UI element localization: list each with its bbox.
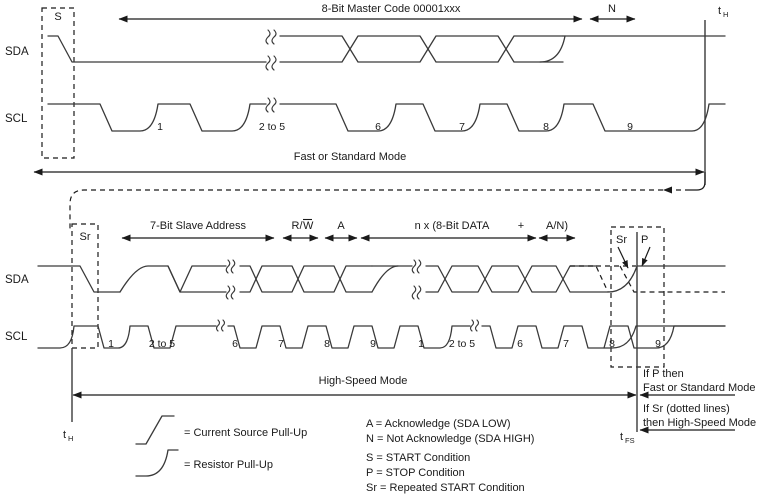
bottom-scl-seg1 bbox=[37, 325, 217, 349]
top-sda-start-waveform bbox=[47, 35, 267, 63]
tfs-label: t bbox=[620, 431, 623, 443]
legend-def-0: A = Acknowledge (SDA LOW) bbox=[366, 418, 511, 430]
bottom-th-label: t bbox=[63, 429, 66, 441]
start-condition-label: S bbox=[54, 11, 61, 23]
top-scl-waveform-seg1 bbox=[47, 103, 267, 132]
slave-address-label: 7-Bit Slave Address bbox=[150, 220, 246, 232]
bottom-sda-start-waveform bbox=[37, 265, 121, 293]
bottom-scl-bit-b0: 1 bbox=[418, 338, 424, 350]
sr-pointer-arrow bbox=[617, 246, 629, 269]
ack-nack-label: A/N) bbox=[546, 220, 568, 232]
top-th-label: t bbox=[718, 5, 721, 17]
legend-resistor-pullup-text: = Resistor Pull-Up bbox=[184, 459, 273, 471]
legend-def-3: P = STOP Condition bbox=[366, 467, 465, 479]
legend-def-4: Sr = Repeated START Condition bbox=[366, 482, 525, 494]
top-scl-bit-2: 6 bbox=[375, 121, 381, 133]
top-sda-label: SDA bbox=[5, 46, 29, 58]
top-sda-data-lower-waveform bbox=[279, 35, 564, 63]
bottom-th-subscript: H bbox=[68, 434, 73, 443]
top-sda-low-break-icon bbox=[265, 55, 277, 71]
diagram-connector-corner bbox=[690, 172, 706, 191]
legend-def-2: S = START Condition bbox=[366, 452, 470, 464]
top-sda-nack-rise-waveform bbox=[539, 35, 566, 63]
repeated-start-label: Sr bbox=[80, 231, 91, 243]
p-pointer-arrow bbox=[641, 246, 651, 267]
bottom-scl-label: SCL bbox=[5, 331, 28, 343]
bottom-sda-low-break-icon-2 bbox=[411, 285, 422, 300]
bottom-sda-eyes-upper-2 bbox=[425, 265, 597, 293]
bottom-sda-stop-rise bbox=[607, 265, 726, 293]
bottom-scl-break-icon-2 bbox=[469, 319, 480, 332]
read-write-label-w: W bbox=[303, 220, 314, 232]
bottom-scl-bit-b3: 7 bbox=[563, 338, 569, 350]
tfs-subscript: FS bbox=[625, 436, 635, 445]
bottom-scl-bit-a1: 2 to 5 bbox=[149, 338, 175, 350]
note-then-high-speed-mode: then High-Speed Mode bbox=[643, 417, 756, 429]
bottom-sda-high-break-icon bbox=[225, 259, 236, 274]
note-if-sr: If Sr (dotted lines) bbox=[643, 403, 730, 415]
current-source-pullup-icon bbox=[135, 415, 175, 445]
p-arrow-label: P bbox=[641, 234, 648, 246]
bottom-scl-bit-a0: 1 bbox=[108, 338, 114, 350]
legend-def-1: N = Not Acknowledge (SDA HIGH) bbox=[366, 433, 534, 445]
bottom-scl-bit-b4: 8 bbox=[609, 338, 615, 350]
bottom-sda-high-break-icon-2 bbox=[411, 259, 422, 274]
sr-arrow-label: Sr bbox=[616, 234, 627, 246]
bottom-sda-sr-dashed-upper bbox=[570, 265, 609, 293]
bottom-sda-sr-dashed-fall bbox=[619, 265, 725, 293]
bottom-scl-bit-b5: 9 bbox=[655, 338, 661, 350]
top-th-subscript: H bbox=[723, 10, 728, 19]
bottom-sda-eyes-lower-2 bbox=[425, 265, 609, 293]
diagram-connector-dashed-line bbox=[69, 189, 690, 232]
bottom-sda-addr-a bbox=[119, 265, 227, 293]
top-scl-bit-0: 1 bbox=[157, 121, 163, 133]
bottom-scl-stop-rise bbox=[603, 325, 726, 349]
resistor-pullup-icon bbox=[135, 449, 179, 477]
bottom-scl-seg2 bbox=[227, 325, 471, 349]
top-sda-data-upper-waveform bbox=[279, 35, 564, 63]
top-scl-waveform-seg2 bbox=[279, 103, 726, 132]
top-scl-bit-3: 7 bbox=[459, 121, 465, 133]
bottom-scl-bit-a4: 8 bbox=[324, 338, 330, 350]
start-condition-box bbox=[41, 7, 75, 159]
bottom-scl-bit-b1: 2 to 5 bbox=[449, 338, 475, 350]
bottom-sda-eyes-lower-1 bbox=[239, 265, 373, 293]
ack-label: A bbox=[337, 220, 345, 232]
data-label: n x (8-Bit DATA bbox=[415, 220, 490, 232]
bottom-scl-bit-a2: 6 bbox=[232, 338, 238, 350]
bottom-sda-addr-b bbox=[167, 265, 227, 293]
top-scl-break-icon bbox=[265, 97, 277, 113]
top-scl-label: SCL bbox=[5, 113, 28, 125]
read-write-label-prefix: R/ bbox=[292, 220, 304, 232]
bottom-scl-bit-b2: 6 bbox=[517, 338, 523, 350]
bottom-scl-bit-a5: 9 bbox=[370, 338, 376, 350]
top-title-label: 8-Bit Master Code 00001xxx bbox=[322, 3, 461, 15]
bottom-mode-label: High-Speed Mode bbox=[319, 375, 408, 387]
bottom-scl-bit-a3: 7 bbox=[278, 338, 284, 350]
data-plus-label: + bbox=[518, 220, 524, 232]
note-fast-or-standard-mode: Fast or Standard Mode bbox=[643, 382, 756, 394]
top-scl-bit-4: 8 bbox=[543, 121, 549, 133]
bottom-sda-ack-rise bbox=[371, 265, 413, 293]
bottom-sda-low-break-icon bbox=[225, 285, 236, 300]
repeated-start-box bbox=[71, 223, 99, 349]
bottom-scl-break-icon-1 bbox=[215, 319, 226, 332]
legend-current-source-pullup-text: = Current Source Pull-Up bbox=[184, 427, 307, 439]
note-if-p-then: If P then bbox=[643, 368, 684, 380]
top-scl-bit-5: 9 bbox=[627, 121, 633, 133]
top-scl-bit-1: 2 to 5 bbox=[259, 121, 285, 133]
top-sda-high-break-icon bbox=[265, 29, 277, 45]
bottom-sda-label: SDA bbox=[5, 274, 29, 286]
diagram-connector-arrowhead bbox=[663, 186, 672, 194]
top-mode-label: Fast or Standard Mode bbox=[294, 151, 407, 163]
nack-label: N bbox=[608, 3, 616, 15]
